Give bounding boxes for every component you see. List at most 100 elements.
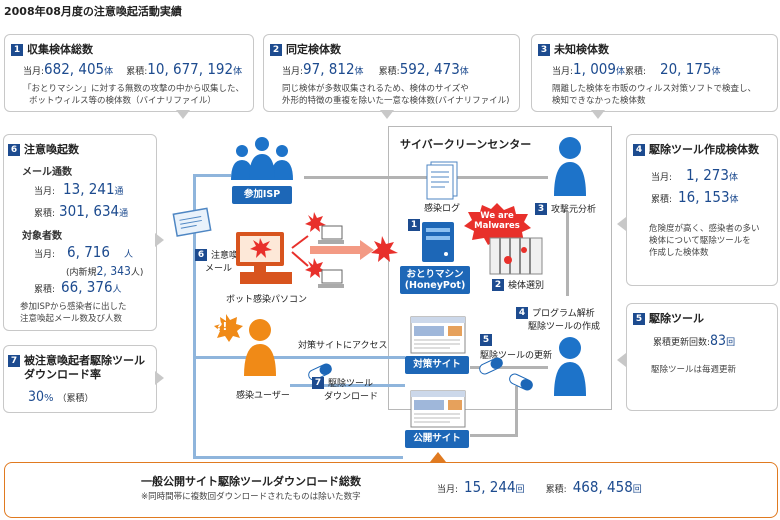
box-note: 同じ検体が多数収集されるため、検体のサイズや bbox=[282, 84, 469, 94]
flow-line bbox=[304, 176, 548, 179]
monthly-label: 当月: bbox=[552, 67, 574, 77]
bot-pc-icon bbox=[236, 232, 292, 284]
box-note: 駆除ツールは毎週更新 bbox=[651, 365, 737, 375]
callout-pointer bbox=[430, 452, 446, 462]
target-monthly-value: 6, 716 bbox=[67, 243, 110, 261]
suffix: （累積） bbox=[57, 394, 94, 404]
log-label: 感染ログ bbox=[424, 204, 461, 214]
envelope-icon bbox=[172, 207, 212, 237]
unit: 体 bbox=[711, 67, 721, 77]
bottom-note: ※同時間帯に複数回ダウンロードされたものは除いた数字 bbox=[141, 492, 361, 502]
step6-label: 注意喚起 bbox=[211, 251, 248, 261]
honeypot-label-line: (HoneyPot) bbox=[404, 280, 466, 291]
box-note: ボットウィルス等の検体数（バイナリファイル） bbox=[29, 96, 216, 106]
step-number: 6 bbox=[8, 144, 20, 156]
flow-line bbox=[470, 366, 548, 369]
step3-label: 攻撃元分析 bbox=[551, 205, 597, 215]
callout-pointer bbox=[155, 233, 164, 247]
callout-pointer bbox=[617, 353, 626, 367]
monthly-label: 当月: bbox=[34, 187, 56, 197]
box-title: 収集検体総数 bbox=[27, 43, 93, 56]
connector-line bbox=[193, 456, 403, 459]
monthly-label: 当月: bbox=[437, 485, 459, 495]
document-icon bbox=[426, 161, 458, 200]
cumulative-label: 累積: bbox=[34, 209, 56, 219]
access-label: 対策サイトにアクセス bbox=[298, 341, 388, 351]
box-note: 検知できなかった検体数 bbox=[552, 96, 646, 106]
flow-line bbox=[515, 386, 518, 436]
step-number: 4 bbox=[633, 144, 645, 156]
box-note: 作成した検体数 bbox=[649, 248, 709, 258]
connector-line bbox=[193, 356, 405, 359]
new-label: (内新規 bbox=[66, 268, 97, 278]
monthly-value: 15, 244 bbox=[464, 478, 516, 496]
box-note: 参加ISPから感染者に出した bbox=[20, 302, 127, 312]
box-title: ダウンロード率 bbox=[24, 368, 101, 381]
box-note: 危険度が高く、感染者の多い bbox=[649, 224, 760, 234]
monthly-label: 当月: bbox=[23, 67, 45, 77]
unit: 人 bbox=[123, 250, 133, 260]
target-heading: 対象者数 bbox=[22, 231, 62, 242]
unit: 回 bbox=[726, 338, 736, 348]
infected-user-label: 感染ユーザー bbox=[236, 391, 290, 401]
step7-label: ダウンロード bbox=[324, 392, 379, 402]
pc-icon bbox=[305, 212, 344, 244]
update-value: 83 bbox=[710, 333, 727, 349]
unit: 通 bbox=[114, 187, 124, 197]
infected-user-icon bbox=[214, 314, 276, 376]
cyber-clean-center-frame bbox=[388, 126, 612, 410]
pill-icon bbox=[509, 373, 533, 391]
step-number: 7 bbox=[312, 377, 324, 389]
step-number: 3 bbox=[538, 44, 550, 56]
malware-burst-icon bbox=[464, 203, 531, 245]
cumulative-label: 累積: bbox=[378, 67, 400, 77]
unit: % bbox=[44, 393, 54, 404]
step6-label: メール bbox=[205, 264, 233, 274]
cumulative-value: 592, 473 bbox=[399, 60, 460, 78]
public-site-button[interactable]: 公開サイト bbox=[405, 430, 469, 448]
server-icon bbox=[422, 222, 454, 262]
unit: 体 bbox=[354, 67, 364, 77]
pc-icon bbox=[305, 258, 344, 288]
website-icon bbox=[410, 316, 466, 354]
analyst-person-icon bbox=[554, 137, 586, 196]
step4-label: 駆除ツールの作成 bbox=[528, 322, 601, 332]
callout-pointer bbox=[155, 371, 164, 385]
box-note: 注意喚起メール数及び人数 bbox=[20, 314, 123, 324]
unit: 体 bbox=[615, 67, 625, 77]
update-label: 累積更新回数: bbox=[653, 338, 711, 348]
developer-person-icon bbox=[554, 337, 586, 396]
cumulative-value: 20, 175 bbox=[660, 60, 712, 78]
step-number: 2 bbox=[492, 279, 504, 291]
monthly-value: 1, 009 bbox=[573, 60, 616, 78]
cumulative-value: 16, 153 bbox=[678, 188, 730, 206]
cumulative-label: 累積: bbox=[545, 485, 567, 495]
monthly-label: 当月: bbox=[282, 67, 304, 77]
step-number: 6 bbox=[195, 249, 207, 261]
unit: 回 bbox=[515, 485, 525, 495]
step-number: 5 bbox=[480, 334, 492, 346]
box-note: 外形的特徴の重複を除いた一意な検体数(バイナリファイル) bbox=[282, 96, 510, 106]
countermeasure-site-button[interactable]: 対策サイト bbox=[405, 356, 469, 374]
cage-icon bbox=[489, 237, 543, 275]
connector-line bbox=[193, 174, 231, 177]
unit: 体 bbox=[729, 195, 739, 205]
flow-line bbox=[566, 212, 569, 296]
honeypot-label: おとりマシン (HoneyPot) bbox=[400, 266, 470, 294]
cumulative-label: 累積: bbox=[624, 67, 647, 77]
attack-arrows bbox=[291, 235, 398, 267]
unit: 体 bbox=[459, 67, 469, 77]
step-number: 4 bbox=[516, 307, 528, 319]
pill-icon bbox=[479, 357, 503, 375]
box-title: 被注意喚起者駆除ツール bbox=[24, 354, 145, 367]
connector-line bbox=[193, 174, 196, 458]
cumulative-label: 累積: bbox=[651, 195, 673, 205]
malware-bubble-text: We are bbox=[480, 211, 514, 221]
isp-label: 参加ISP bbox=[232, 186, 292, 204]
